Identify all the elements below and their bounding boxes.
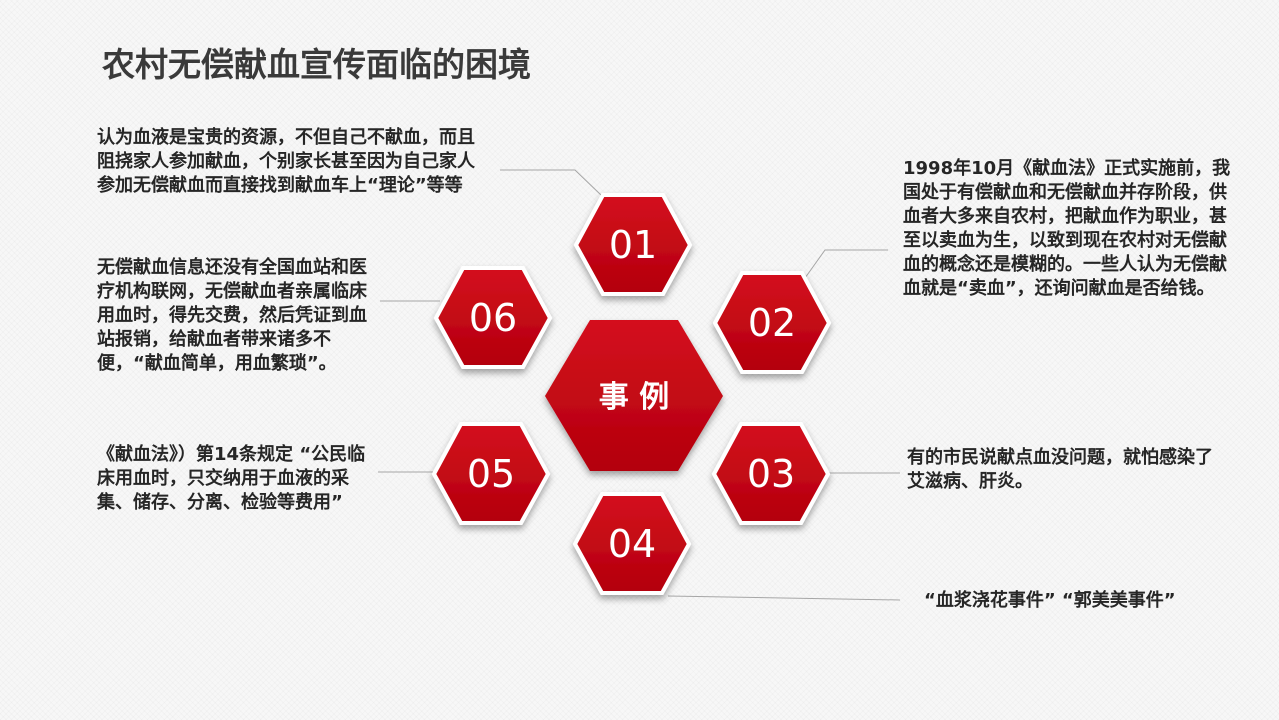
hexagon-02: 02 [712, 271, 832, 374]
note-01-text: 认为血液是宝贵的资源，不但自己不献血，而且阻挠家人参加献血，个别家长甚至因为自己… [97, 127, 475, 196]
connector-line-01 [500, 169, 603, 197]
hexagon-06: 06 [433, 266, 553, 369]
hexagon-04: 04 [572, 492, 692, 595]
hexagon-02-number: 02 [748, 301, 796, 345]
hexagon-01-number: 01 [609, 223, 657, 267]
hexagon-06-number: 06 [469, 296, 517, 340]
hexagon-03-number: 03 [747, 452, 795, 496]
hexagon-01: 01 [573, 193, 693, 296]
note-02-text: 1998年10月《献血法》正式实施前，我国处于有偿献血和无偿献血并存阶段，供血者… [903, 158, 1231, 299]
center-label: 事 例 [599, 380, 669, 415]
connector-line-02 [804, 249, 888, 279]
center-hexagon [545, 320, 723, 471]
hexagon-05-number: 05 [467, 452, 515, 496]
connector-line-04 [667, 595, 901, 601]
hexagon-04-number: 04 [608, 522, 656, 566]
connector-lines [378, 169, 901, 601]
hexagon-05: 05 [431, 422, 551, 525]
note-06-text: 无偿献血信息还没有全国血站和医疗机构联网，无偿献血者亲属临床用血时，得先交费，然… [97, 257, 367, 374]
note-05-text: 《献血法》）第14条规定 “公民临床用血时，只交纳用于血液的采集、储存、分离、检… [97, 444, 366, 513]
hexagon-03: 03 [711, 422, 831, 525]
note-03-text: 有的市民说献点血没问题，就怕感染了艾滋病、肝炎。 [907, 447, 1213, 492]
page-title: 农村无偿献血宣传面临的困境 [102, 45, 531, 84]
note-04-text: “血浆浇花事件” “郭美美事件” [924, 590, 1176, 611]
